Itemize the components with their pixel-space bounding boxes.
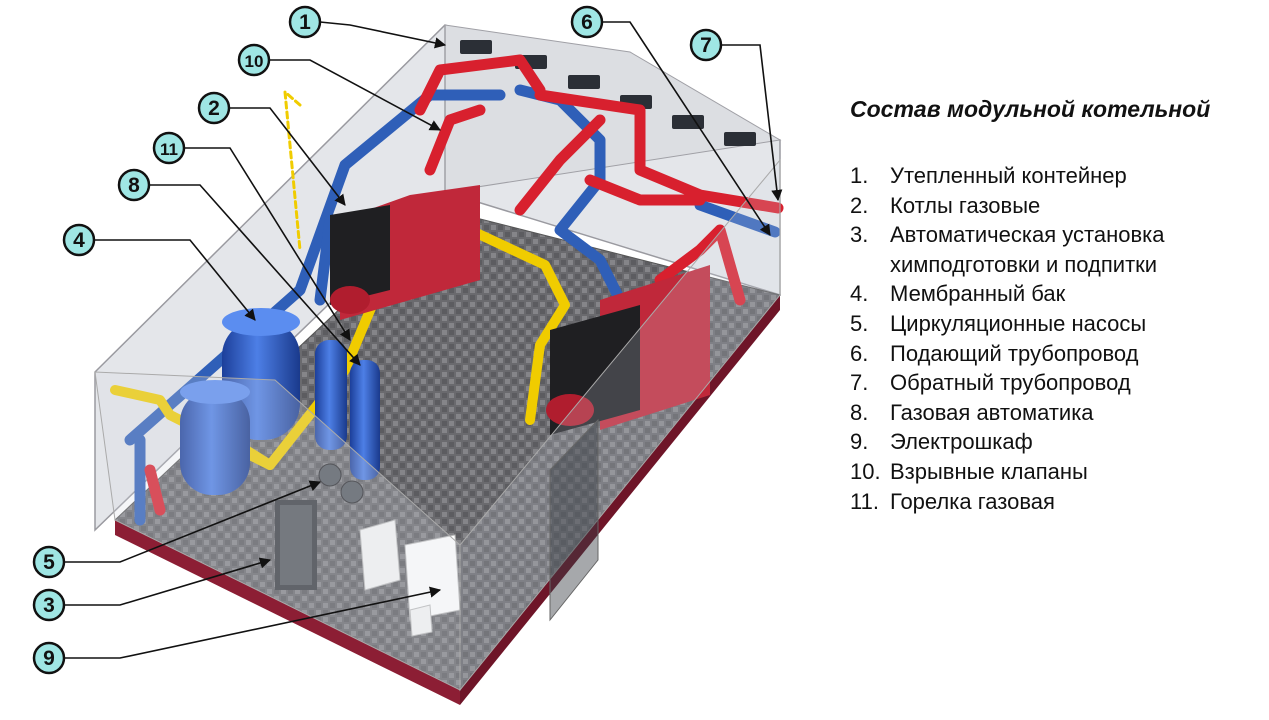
legend-item: 8.Газовая автоматика: [850, 399, 1094, 425]
callout-4: 4: [62, 223, 96, 257]
svg-text:8: 8: [128, 174, 140, 197]
svg-text:11: 11: [160, 140, 178, 159]
legend-item: 6.Подающий трубопровод: [850, 340, 1139, 366]
treatment-cabinet: [275, 500, 317, 590]
legend-item: 11.Горелка газовая: [850, 488, 1055, 514]
boiler-left: [330, 185, 480, 320]
legend-item: 5.Циркуляционные насосы: [850, 310, 1147, 336]
svg-text:4: 4: [73, 229, 85, 252]
legend-item: 9.Электрошкаф: [850, 429, 1033, 455]
container-base-frame: [115, 520, 460, 705]
container-door: [549, 418, 599, 622]
svg-text:1: 1: [299, 11, 311, 34]
legend-item: 4.Мембранный бак: [850, 281, 1066, 307]
callout-3: 3: [32, 588, 66, 622]
legend-item: 1.Утепленный контейнер: [850, 163, 1127, 188]
callout-8: 8: [117, 168, 151, 202]
callout-6: 6: [570, 5, 604, 39]
wall-vents: [460, 40, 756, 146]
legend-title: Состав модульной котельной: [850, 96, 1211, 122]
callout-5: 5: [32, 545, 66, 579]
callout-10: 10: [237, 43, 271, 77]
callout-9: 9: [32, 641, 66, 675]
boiler-room-diagram: 1 10 2 11 8 4 5 3 9 6 7: [32, 5, 784, 705]
legend-item: 7.Обратный трубопровод: [850, 370, 1131, 396]
svg-text:3: 3: [43, 594, 55, 617]
svg-text:6: 6: [581, 11, 593, 34]
callout-1: 1: [288, 5, 322, 39]
svg-text:7: 7: [700, 34, 712, 57]
svg-text:5: 5: [43, 551, 55, 574]
legend: Состав модульной котельной 1.Утепленный …: [850, 96, 1260, 516]
svg-text:10: 10: [245, 52, 264, 71]
svg-text:9: 9: [43, 647, 55, 670]
legend-item: 2.Котлы газовые: [850, 192, 1041, 218]
boiler-right: [546, 265, 710, 435]
legend-list: 1.Утепленный контейнер 2.Котлы газовые 3…: [850, 161, 1260, 516]
callout-2: 2: [197, 91, 231, 125]
membrane-tank: [180, 308, 300, 495]
callout-7: 7: [689, 28, 723, 62]
legend-item: 10.Взрывные клапаны: [850, 458, 1088, 484]
electrical-cabinet: [359, 519, 461, 637]
callout-11: 11: [152, 131, 186, 165]
circulation-pumps: [318, 463, 364, 504]
svg-text:2: 2: [208, 97, 220, 120]
supply-pipe: [144, 54, 784, 516]
callout-leaders: [65, 21, 783, 659]
legend-item: 3.Автоматическая установка химподготовки…: [850, 222, 1165, 277]
